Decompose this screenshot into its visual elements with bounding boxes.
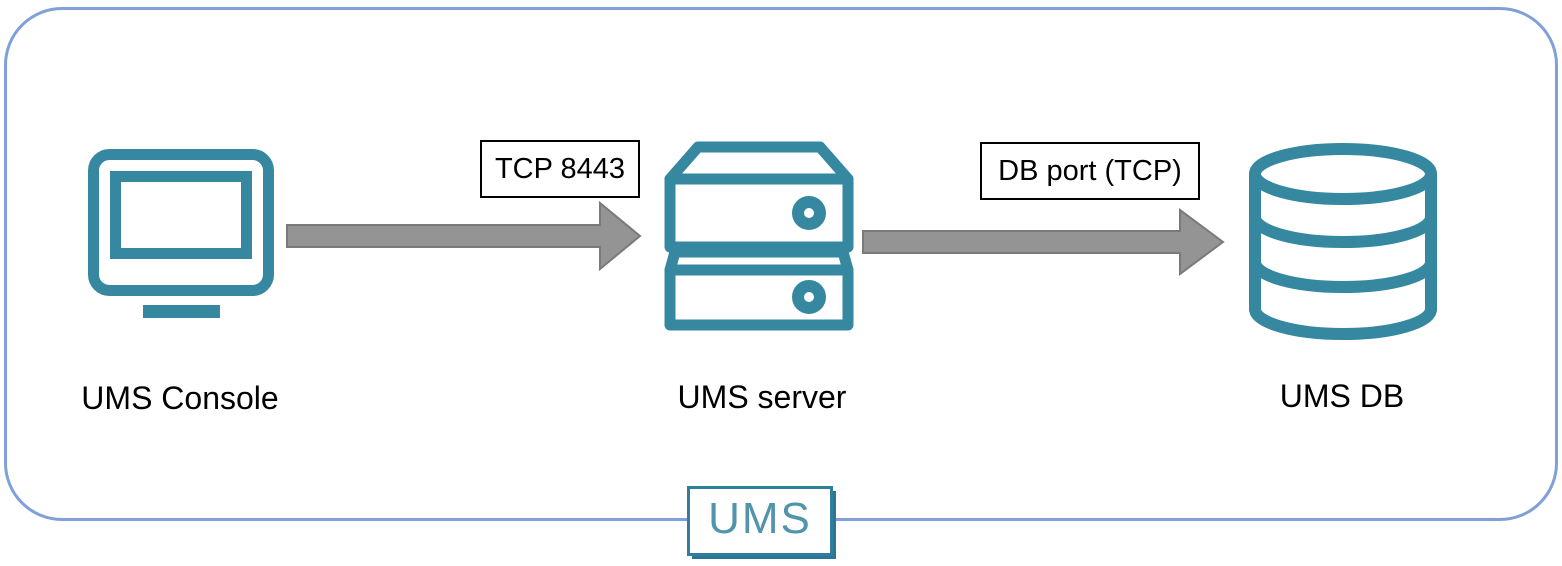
connection-label-text: DB port (TCP) (998, 154, 1182, 187)
node-label-ums-server: UMS server (677, 379, 847, 415)
connection-label-text: TCP 8443 (494, 152, 626, 185)
monitor-icon (88, 149, 274, 318)
node-label-ums-console: UMS Console (81, 380, 279, 416)
node-label-ums-db: UMS DB (1279, 378, 1405, 414)
arrow-console-to-server-icon (286, 200, 642, 272)
connection-label-tcp-8443: TCP 8443 (480, 140, 640, 198)
connection-label-db-port: DB port (TCP) (980, 142, 1200, 200)
server-icon (664, 141, 854, 331)
arrow-server-to-db-icon (862, 208, 1225, 276)
ums-group-badge-text: UMS (708, 494, 812, 543)
database-icon (1249, 143, 1437, 340)
ums-group-badge: UMS (687, 486, 833, 556)
